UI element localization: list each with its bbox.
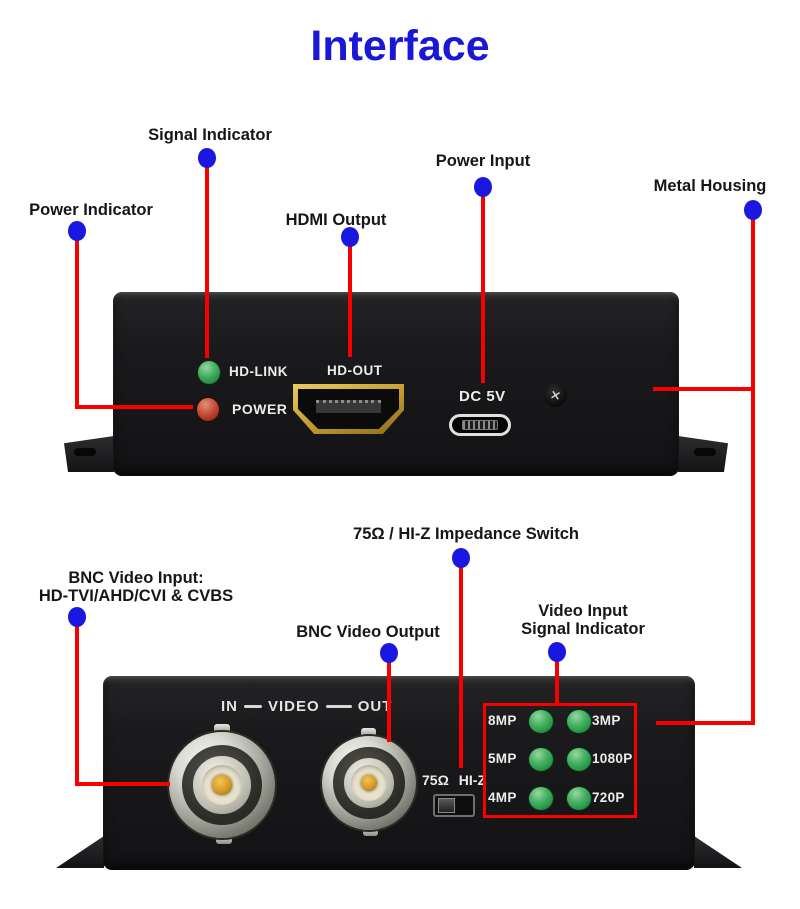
impedance-hiz-label: HI-Z: [458, 772, 487, 788]
signal-led: [566, 709, 592, 734]
leader-line-bnc-output: [387, 655, 391, 742]
leader-line-metal-housing-top: [653, 387, 755, 391]
leader-line-video-input-signal: [555, 654, 559, 706]
front-right-flange-hole: [694, 448, 716, 456]
leader-line-metal-housing-bottom: [656, 721, 755, 725]
micro-usb-port: [449, 414, 511, 436]
callout-dot-bnc-video-input: [68, 607, 86, 627]
rear-right-mount-flange: [694, 836, 742, 868]
screw-cross-icon: ✕: [548, 386, 563, 404]
front-right-mount-flange: [678, 436, 728, 472]
signal-led: [528, 747, 554, 772]
hdmi-port: [293, 384, 404, 434]
video-input-signal-line2: Signal Indicator: [521, 620, 645, 638]
callout-dot-bnc-video-output: [380, 643, 398, 663]
bnc-output-bottom-lug: [363, 826, 378, 836]
callout-dot-video-input-signal: [548, 642, 566, 662]
callout-label-power-indicator: Power Indicator: [29, 201, 153, 219]
signal-led: [528, 786, 554, 811]
leader-line-hdmi-output: [348, 239, 352, 357]
front-panel-device: HD-LINK POWER HD-OUT DC 5V ✕: [113, 292, 679, 476]
impedance-75ohm-label: 75Ω: [422, 772, 449, 788]
bnc-input-bottom-lug: [216, 834, 232, 844]
bnc-center-pin: [360, 774, 378, 792]
led-row-3: 4MP 720P: [488, 786, 640, 812]
leader-line-metal-housing-v: [751, 212, 755, 725]
leader-line-impedance-switch: [459, 560, 463, 768]
led-label-3mp: 3MP: [592, 713, 621, 728]
page-title: Interface: [310, 22, 490, 70]
signal-led: [566, 747, 592, 772]
led-row-1: 8MP 3MP: [488, 709, 640, 735]
leader-line-bnc-input-v: [75, 619, 79, 786]
callout-dot-impedance-switch: [452, 548, 470, 568]
rear-panel-device: IN VIDEO OUT 75Ω HI-Z: [103, 676, 695, 870]
hd-link-label: HD-LINK: [229, 364, 288, 379]
bnc-video-input-line1: BNC Video Input:: [68, 569, 204, 587]
front-left-mount-flange: [64, 436, 114, 472]
bnc-output-top-lug: [361, 728, 376, 738]
callout-label-signal-indicator: Signal Indicator: [148, 126, 272, 144]
leader-line-signal-indicator: [205, 160, 209, 358]
led-label-720p: 720P: [592, 790, 625, 805]
led-label-8mp: 8MP: [488, 713, 517, 728]
callout-dot-power-input: [474, 177, 492, 197]
bnc-video-output-connector: [322, 736, 416, 830]
callout-dot-signal-indicator: [198, 148, 216, 168]
impedance-slide-switch: [433, 794, 475, 817]
led-row-2: 5MP 1080P: [488, 747, 640, 773]
callout-label-video-input-signal: Video Input Signal Indicator: [493, 602, 673, 638]
legend-dash-line: [325, 705, 352, 708]
legend-dash-line: [244, 705, 262, 708]
callout-label-power-input: Power Input: [435, 152, 531, 170]
bnc-video-input-line2: HD-TVI/AHD/CVI & CVBS: [38, 587, 234, 605]
power-label: POWER: [232, 401, 288, 417]
video-label: VIDEO: [268, 698, 320, 715]
video-input-signal-line1: Video Input: [538, 602, 628, 620]
callout-label-metal-housing: Metal Housing: [653, 177, 767, 195]
hdmi-pin-tongue: [316, 400, 381, 413]
leader-line-bnc-input-h: [75, 782, 170, 786]
bnc-video-input-connector: [169, 732, 275, 838]
led-panel-highlight-box: [483, 703, 637, 818]
dc-5v-label: DC 5V: [459, 388, 506, 405]
leader-line-power-indicator-v: [75, 233, 79, 409]
in-label: IN: [221, 698, 238, 715]
micro-usb-pins: [462, 420, 498, 430]
signal-led: [566, 786, 592, 811]
leader-line-power-indicator-h: [75, 405, 193, 409]
callout-label-bnc-video-output: BNC Video Output: [296, 623, 440, 641]
bnc-input-top-lug: [214, 724, 230, 734]
led-label-5mp: 5MP: [488, 751, 517, 766]
rear-left-mount-flange: [56, 836, 104, 868]
hd-link-led: [197, 360, 221, 385]
callout-label-impedance-switch: 75Ω / HI-Z Impedance Switch: [353, 525, 579, 543]
callout-label-hdmi-output: HDMI Output: [285, 211, 387, 229]
power-led: [196, 397, 220, 422]
front-left-flange-hole: [74, 448, 96, 456]
leader-line-power-input: [481, 189, 485, 383]
led-label-1080p: 1080P: [592, 751, 633, 766]
in-video-out-legend: IN VIDEO OUT: [221, 698, 392, 715]
callout-label-bnc-video-input: BNC Video Input: HD-TVI/AHD/CVI & CVBS: [6, 569, 266, 605]
hd-out-label: HD-OUT: [327, 363, 383, 378]
switch-knob: [438, 798, 455, 813]
out-label: OUT: [357, 698, 393, 715]
callout-dot-metal-housing: [744, 200, 762, 220]
signal-led: [528, 709, 554, 734]
led-label-4mp: 4MP: [488, 790, 517, 805]
callout-dot-power-indicator: [68, 221, 86, 241]
bnc-center-pin: [212, 775, 232, 795]
callout-dot-hdmi-output: [341, 227, 359, 247]
screw-head: ✕: [541, 381, 570, 410]
impedance-legend: 75Ω HI-Z: [422, 772, 486, 788]
